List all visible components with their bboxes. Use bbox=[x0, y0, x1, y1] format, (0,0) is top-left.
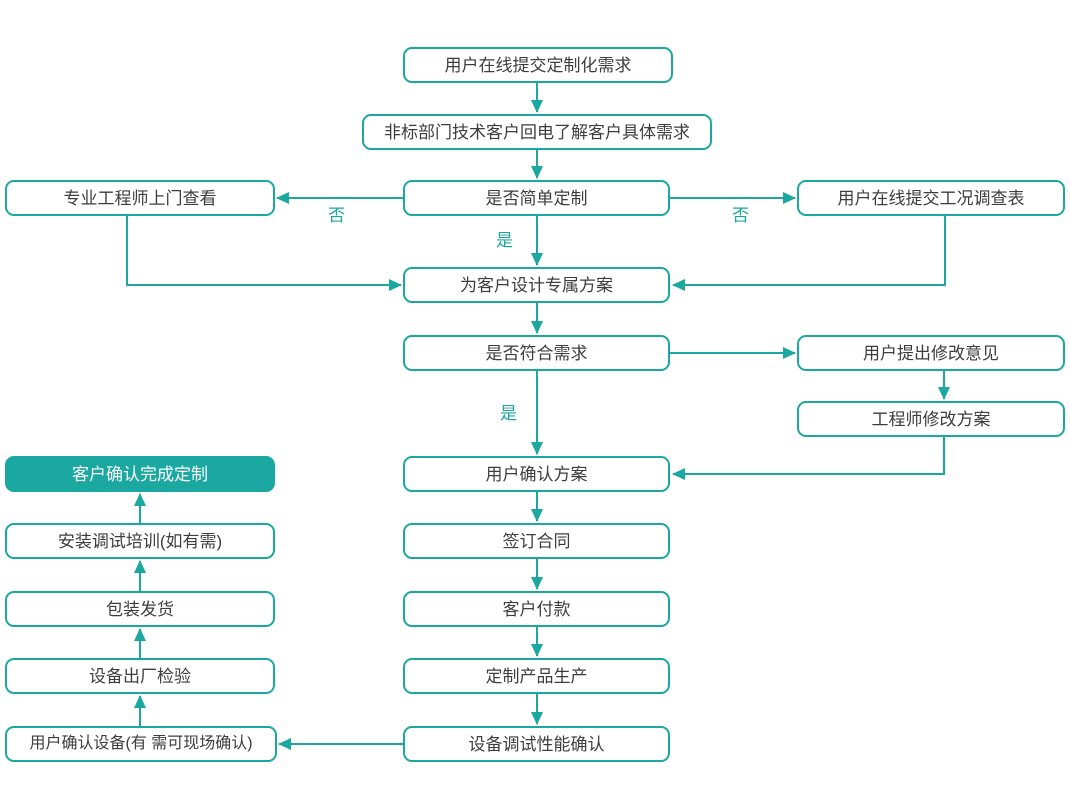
edge-revise-to-confirm bbox=[672, 437, 945, 480]
node-confirm-complete: 客户确认完成定制 bbox=[5, 456, 275, 492]
edge-label-no-right: 否 bbox=[732, 206, 749, 225]
node-packing-shipping: 包装发货 bbox=[5, 591, 275, 627]
node-user-feedback: 用户提出修改意见 bbox=[797, 335, 1065, 371]
node-design-solution: 为客户设计专属方案 bbox=[403, 267, 670, 303]
edge-label-yes-meet: 是 bbox=[500, 404, 517, 423]
edge-label-yes-simple: 是 bbox=[496, 231, 513, 250]
edge-label-no-left: 否 bbox=[328, 206, 345, 225]
node-factory-inspection: 设备出厂检验 bbox=[5, 658, 275, 694]
node-customer-payment: 客户付款 bbox=[403, 591, 670, 627]
node-sign-contract: 签订合同 bbox=[403, 523, 670, 559]
node-user-confirm-solution: 用户确认方案 bbox=[403, 456, 670, 492]
node-user-confirm-equipment: 用户确认设备(有 需可现场确认) bbox=[5, 726, 277, 762]
node-submit-survey: 用户在线提交工况调查表 bbox=[797, 180, 1065, 216]
node-meet-requirement-decision: 是否符合需求 bbox=[403, 335, 670, 371]
node-callback-understand: 非标部门技术客户回电了解客户具体需求 bbox=[362, 114, 712, 150]
edge-survey-to-design bbox=[672, 216, 946, 291]
edge-visit-to-design bbox=[126, 216, 402, 291]
node-custom-production: 定制产品生产 bbox=[403, 658, 670, 694]
node-submit-requirement: 用户在线提交定制化需求 bbox=[403, 47, 673, 83]
node-install-training: 安装调试培训(如有需) bbox=[5, 523, 275, 559]
node-engineer-revise: 工程师修改方案 bbox=[797, 401, 1065, 437]
node-engineer-visit: 专业工程师上门查看 bbox=[5, 180, 275, 216]
node-debug-performance: 设备调试性能确认 bbox=[403, 726, 670, 762]
node-simple-custom-decision: 是否简单定制 bbox=[403, 180, 670, 216]
